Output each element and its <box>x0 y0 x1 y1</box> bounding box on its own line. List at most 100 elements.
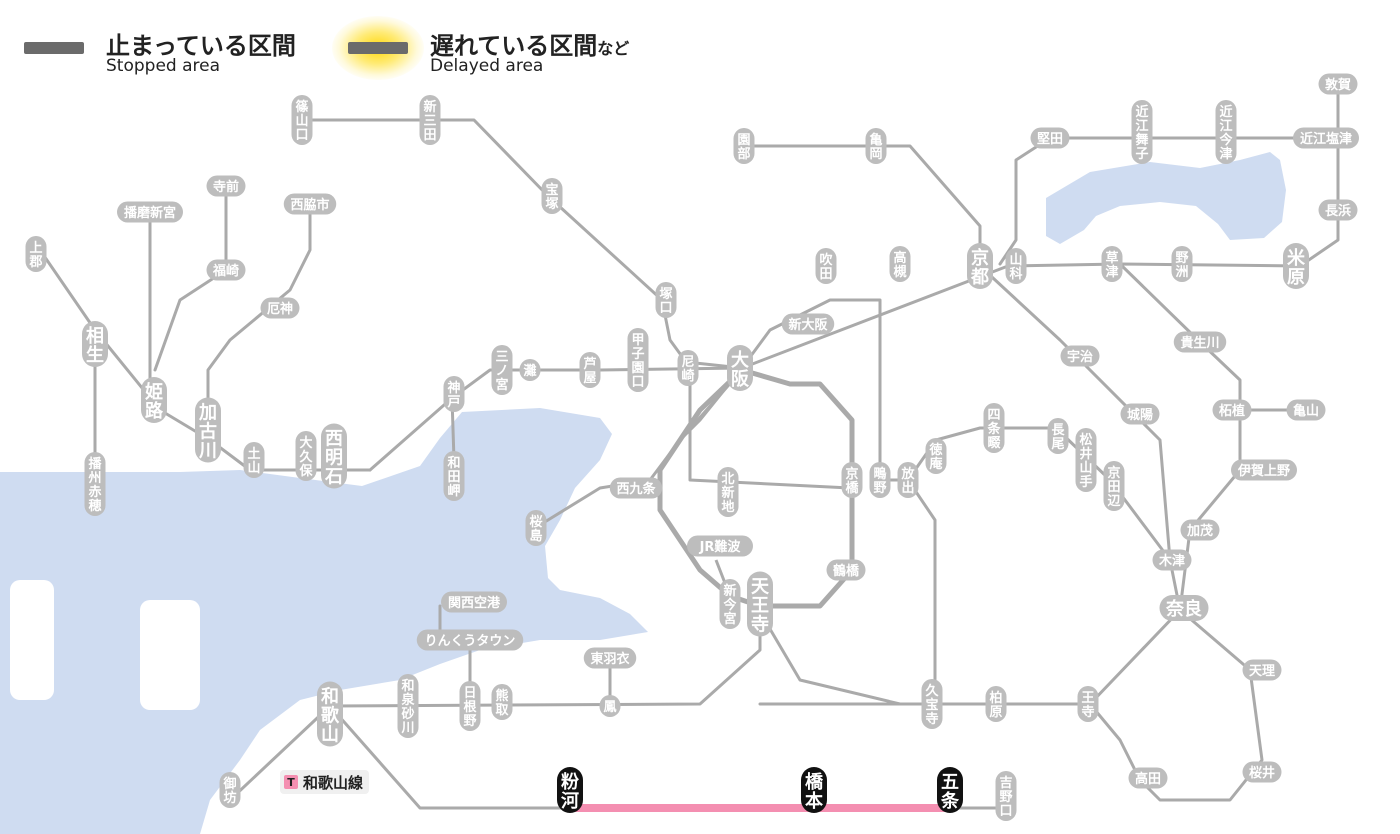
station-joyo[interactable]: 城陽 <box>1120 403 1160 425</box>
station-nishiakashi[interactable]: 西明石 <box>321 423 347 489</box>
station-konakawa[interactable]: 粉河 <box>557 767 583 813</box>
station-tsukaguchi[interactable]: 塚口 <box>655 282 677 318</box>
station-teramae[interactable]: 寺前 <box>206 175 246 197</box>
station-name: 福崎 <box>212 263 239 279</box>
station-suita[interactable]: 吹田 <box>815 248 837 284</box>
station-tsuruhashi[interactable]: 鶴橋 <box>826 559 866 581</box>
station-name: 篠山口 <box>295 99 308 143</box>
station-fukusaki[interactable]: 福崎 <box>206 259 246 281</box>
station-kyoto[interactable]: 京都 <box>967 243 993 289</box>
station-uji[interactable]: 宇治 <box>1060 345 1100 367</box>
station-kamo[interactable]: 加茂 <box>1180 519 1220 541</box>
station-gobo[interactable]: 御坊 <box>219 772 241 808</box>
station-kyobashi[interactable]: 京橋 <box>841 462 863 498</box>
station-himeji[interactable]: 姫路 <box>141 377 167 423</box>
station-name: 和田岬 <box>447 455 460 499</box>
station-kameoka[interactable]: 亀岡 <box>865 128 887 164</box>
station-name: 亀岡 <box>869 132 882 162</box>
station-osaka[interactable]: 大阪 <box>727 345 753 391</box>
legend-stopped-jp: 止まっている区間 <box>106 32 296 60</box>
station-name: 新三田 <box>423 99 436 143</box>
station-katata[interactable]: 堅田 <box>1030 127 1070 149</box>
station-kansaiairport[interactable]: 関西空港 <box>441 591 507 613</box>
station-jrnamba[interactable]: JR難波 <box>687 535 753 557</box>
station-kusatsu[interactable]: 草津 <box>1101 246 1123 282</box>
station-tsuge[interactable]: 柘植 <box>1212 399 1252 421</box>
station-ashiya[interactable]: 芦屋 <box>579 352 601 388</box>
station-tsuruga[interactable]: 敦賀 <box>1318 73 1358 95</box>
station-sonobe[interactable]: 園部 <box>733 128 755 164</box>
station-name: 松井山手 <box>1079 432 1092 490</box>
station-kizu[interactable]: 木津 <box>1152 549 1192 571</box>
station-maibara[interactable]: 米原 <box>1283 243 1309 289</box>
station-wadamisaki[interactable]: 和田岬 <box>443 451 465 501</box>
station-marker <box>1075 428 1097 492</box>
station-takarazuka[interactable]: 宝塚 <box>541 178 563 214</box>
station-kamigori[interactable]: 上郡 <box>25 236 47 272</box>
station-yasu[interactable]: 野洲 <box>1171 246 1193 282</box>
line-tag-wakayama[interactable]: T 和歌山線 <box>280 770 370 794</box>
station-marker <box>627 328 649 392</box>
station-name: 敦賀 <box>1325 77 1351 93</box>
station-kyotanabe[interactable]: 京田辺 <box>1103 461 1125 511</box>
station-marker <box>1077 686 1099 722</box>
station-higashihagoromo[interactable]: 東羽衣 <box>583 647 637 669</box>
station-kashiwara[interactable]: 柏原 <box>985 686 1007 722</box>
station-oji[interactable]: 王寺 <box>1077 686 1099 722</box>
station-amagasaki[interactable]: 尼崎 <box>677 350 699 386</box>
station-shinsanda[interactable]: 新三田 <box>419 95 441 145</box>
station-sakurai[interactable]: 桜井 <box>1242 761 1282 783</box>
station-hanaten[interactable]: 放出 <box>897 462 919 498</box>
station-igaueno[interactable]: 伊賀上野 <box>1231 459 1297 481</box>
station-nishiwakishi[interactable]: 西脇市 <box>283 193 337 215</box>
station-rinkutown[interactable]: りんくうタウン <box>416 629 524 651</box>
station-nara[interactable]: 奈良 <box>1159 595 1209 621</box>
station-sannomiya[interactable]: 三ノ宮 <box>491 345 513 395</box>
station-takatsuki[interactable]: 高槻 <box>889 246 911 282</box>
station-gojo[interactable]: 五条 <box>937 767 963 813</box>
station-name: 鴫野 <box>873 466 886 496</box>
station-omimaiko[interactable]: 近江舞子 <box>1131 100 1153 164</box>
station-koshienguchi[interactable]: 甲子園口 <box>627 328 649 392</box>
station-shijonawate[interactable]: 四条畷 <box>983 403 1005 453</box>
station-harimashingu[interactable]: 播磨新宮 <box>117 201 183 223</box>
station-marker <box>889 246 911 282</box>
station-otori[interactable]: 鳳 <box>599 695 621 717</box>
station-doyama[interactable]: 土山 <box>243 442 265 478</box>
station-wakayama[interactable]: 和歌山 <box>317 681 343 747</box>
station-tennoji[interactable]: 天王寺 <box>747 571 773 637</box>
station-nishikujo[interactable]: 西九条 <box>609 477 663 499</box>
station-nagahama[interactable]: 長浜 <box>1318 199 1358 221</box>
station-yoshinoguchi[interactable]: 吉野口 <box>995 771 1017 821</box>
station-kyuhoji[interactable]: 久宝寺 <box>921 679 943 729</box>
station-okubo[interactable]: 大久保 <box>295 431 317 481</box>
station-aioi[interactable]: 相生 <box>82 321 108 367</box>
station-shinimamiya[interactable]: 新今宮 <box>719 579 741 629</box>
station-takada[interactable]: 高田 <box>1128 767 1168 789</box>
station-kitashinchi[interactable]: 北新地 <box>717 467 739 517</box>
station-nada[interactable]: 灘 <box>519 359 541 381</box>
station-shinosaka[interactable]: 新大阪 <box>781 313 835 335</box>
station-kobe[interactable]: 神戸 <box>443 376 465 412</box>
station-kakogawa[interactable]: 加古川 <box>195 397 221 463</box>
station-omishiotsu[interactable]: 近江塩津 <box>1293 127 1359 149</box>
station-yamashina[interactable]: 山科 <box>1005 248 1027 284</box>
station-hashimoto[interactable]: 橋本 <box>801 767 827 813</box>
station-tenri[interactable]: 天理 <box>1242 659 1282 681</box>
station-kibukawa[interactable]: 貴生川 <box>1173 331 1227 353</box>
station-omiimazu[interactable]: 近江今津 <box>1215 100 1237 164</box>
station-kameyama[interactable]: 亀山 <box>1286 399 1326 421</box>
station-sakurajima[interactable]: 桜島 <box>525 510 547 546</box>
station-sasayamaguchi[interactable]: 篠山口 <box>291 95 313 145</box>
station-banshuako[interactable]: 播州赤穂 <box>84 452 106 516</box>
station-kumatori[interactable]: 熊取 <box>491 684 513 720</box>
station-shigino[interactable]: 鴫野 <box>869 462 891 498</box>
station-yashiro[interactable]: 厄神 <box>260 297 300 319</box>
station-hineno[interactable]: 日根野 <box>459 681 481 731</box>
station-matsuiyamate[interactable]: 松井山手 <box>1075 428 1097 492</box>
station-name: 四条畷 <box>987 408 1001 451</box>
station-izumisunagawa[interactable]: 和泉砂川 <box>397 674 419 738</box>
station-nagao[interactable]: 長尾 <box>1047 418 1069 454</box>
station-tokuan[interactable]: 徳庵 <box>925 438 947 474</box>
station-name: 和泉砂川 <box>400 678 415 736</box>
